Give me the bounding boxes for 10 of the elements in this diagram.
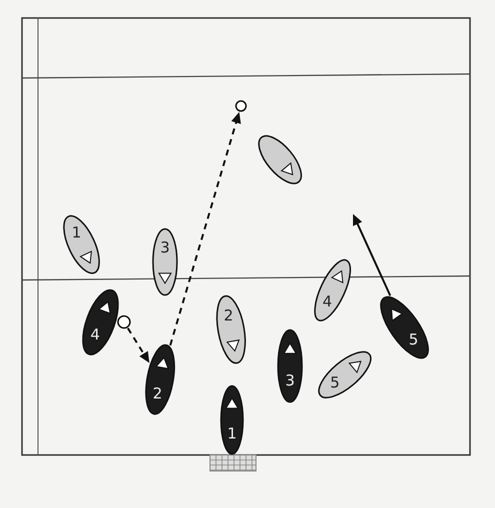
player-number: 1: [72, 226, 82, 241]
player-number: 5: [330, 376, 340, 391]
player-number: 2: [224, 308, 234, 324]
player-number: 1: [227, 426, 237, 442]
player-number: 3: [285, 373, 295, 388]
player-number: 2: [152, 386, 162, 402]
player-number: 4: [322, 294, 332, 310]
player-number: 3: [160, 240, 170, 256]
player-number: 4: [90, 328, 100, 343]
player-number: 5: [408, 332, 418, 348]
